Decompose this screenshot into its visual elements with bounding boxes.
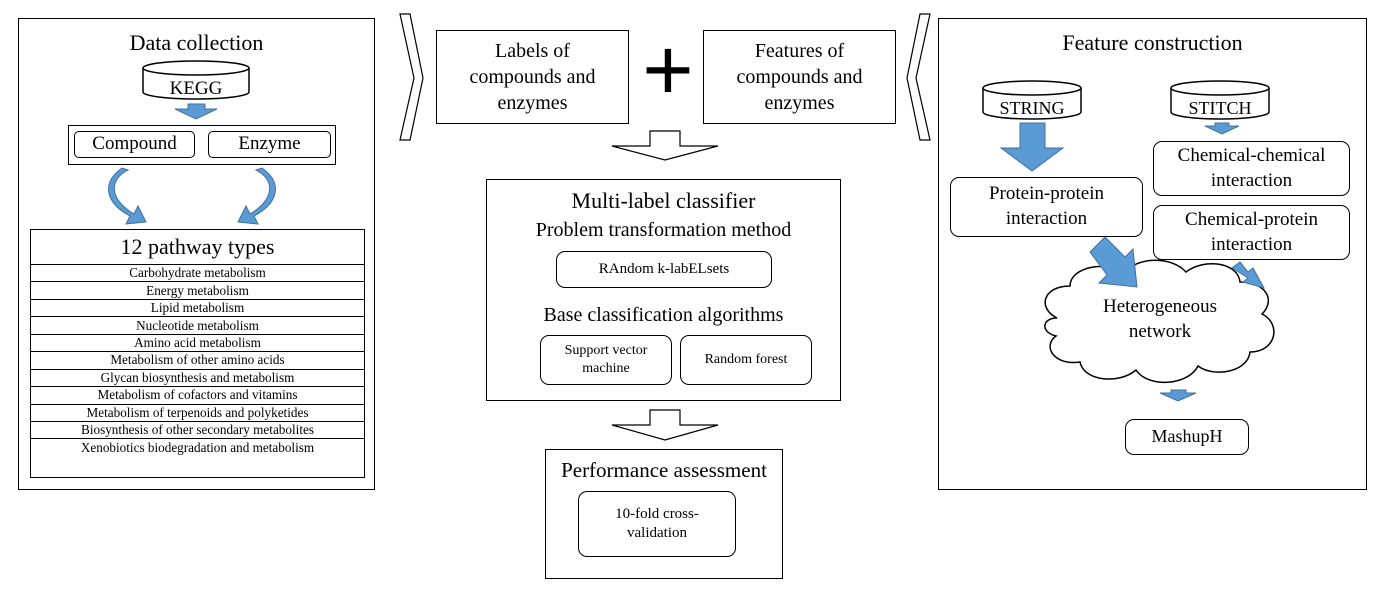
cross-validation-box: 10-fold cross-validation: [578, 491, 736, 557]
outline-arrow-down-icon: [611, 409, 719, 441]
outline-arrow-right-icon: [399, 13, 424, 141]
feature-construction-title: Feature construction: [1062, 30, 1243, 55]
pathway-row: Amino acid metabolism: [31, 335, 364, 353]
pathway-row: Metabolism of cofactors and vitamins: [31, 387, 364, 405]
string-label: STRING: [999, 98, 1065, 118]
pathway-row: Glycan biosynthesis and metabolism: [31, 370, 364, 388]
pathway-row: Xenobiotics biodegradation and metabolis…: [80, 439, 315, 455]
labels-box: Labels of compounds and enzymes: [436, 30, 629, 124]
rakel-box: RAndom k-labELsets: [556, 251, 772, 288]
mashuph-box: MashupH: [1125, 419, 1249, 455]
pathway-row: Metabolism of terpenoids and polyketides: [31, 405, 364, 422]
pathway-row: Lipid metabolism: [31, 300, 364, 318]
assessment-title: Performance assessment: [561, 458, 767, 482]
svm-box: Support vector machine: [540, 335, 672, 385]
pathway-row: Biosynthesis of other secondary metaboli…: [31, 422, 364, 440]
classifier-title: Multi-label classifier: [571, 188, 756, 213]
plus-sign: +: [642, 20, 694, 119]
problem-transformation-label: Problem transformation method: [535, 219, 792, 241]
outline-arrow-down-icon: [611, 130, 719, 161]
pathway-row: Energy metabolism: [31, 282, 364, 300]
outline-arrow-left-icon: [906, 13, 931, 141]
data-collection-title: Data collection: [129, 30, 264, 55]
protein-protein-interaction-box: Protein-protein interaction: [950, 177, 1143, 237]
pathway-types-title: 12 pathway types: [31, 230, 364, 265]
pathway-row: Nucleotide metabolism: [31, 317, 364, 335]
enzyme-box: Enzyme: [208, 131, 331, 158]
pathway-row: Metabolism of other amino acids: [31, 352, 364, 370]
features-box: Features of compounds and enzymes: [703, 30, 896, 124]
stitch-label: STITCH: [1188, 98, 1252, 118]
compound-box: Compound: [74, 131, 195, 158]
random-forest-box: Random forest: [680, 335, 812, 385]
pathway-types-table: 12 pathway types Carbohydrate metabolism…: [30, 229, 365, 478]
chemical-protein-interaction-box: Chemical-protein interaction: [1153, 205, 1350, 260]
chemical-chemical-interaction-box: Chemical-chemical interaction: [1153, 141, 1350, 196]
heterogeneous-network-label: Heterogeneous network: [1103, 296, 1217, 342]
base-algorithms-label: Base classification algorithms: [543, 304, 784, 326]
kegg-label: KEGG: [169, 78, 223, 99]
pathway-row: Carbohydrate metabolism: [31, 265, 364, 283]
